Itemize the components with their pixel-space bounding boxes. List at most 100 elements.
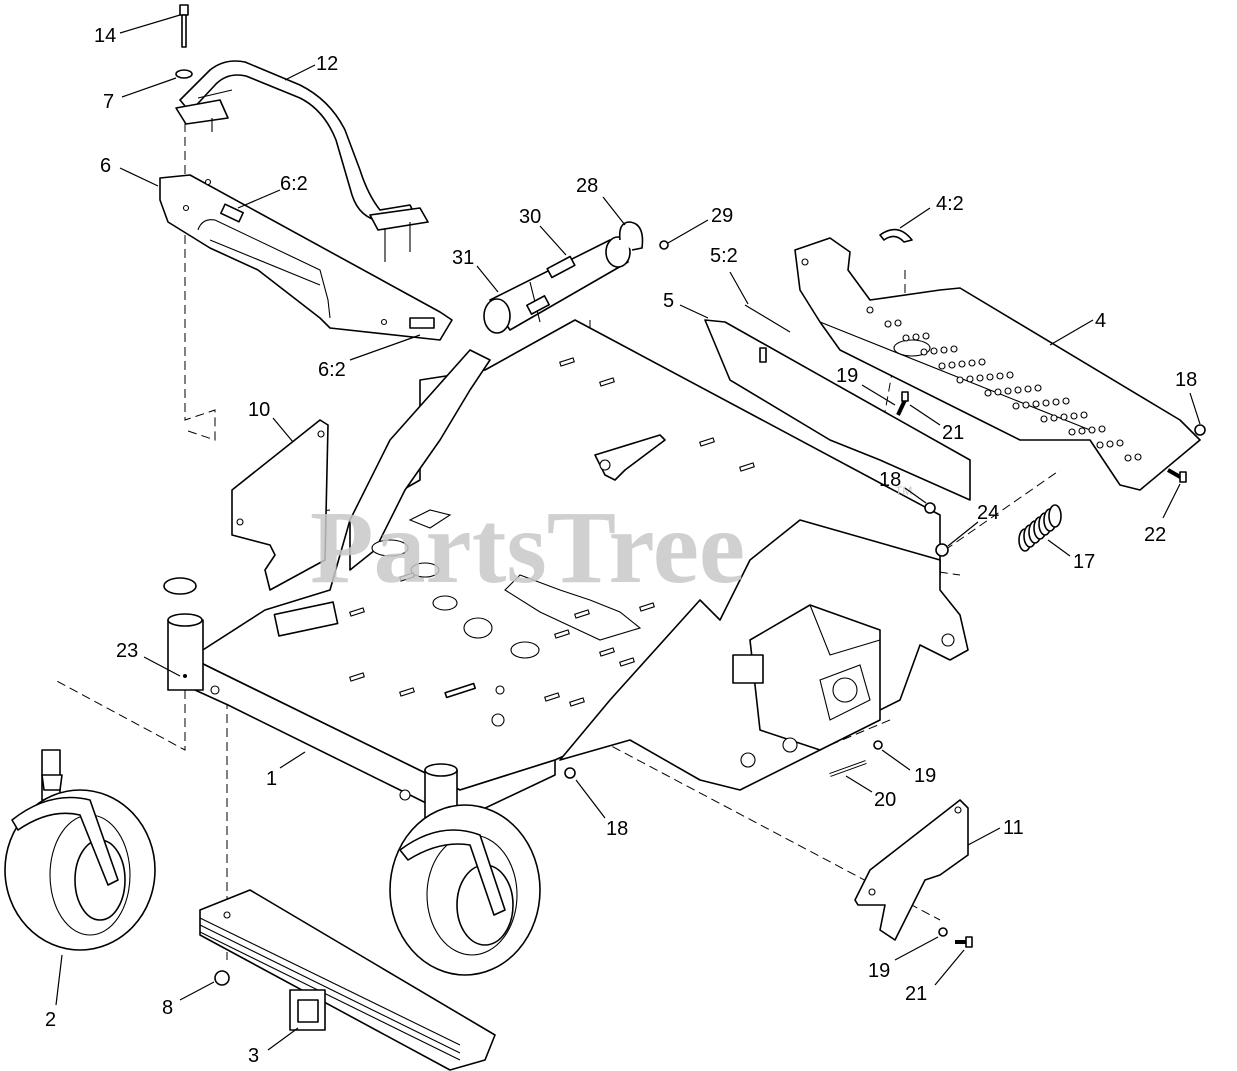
step-hole (1004, 387, 1012, 395)
callout-21-top: 21 (942, 422, 964, 444)
leader-8 (179, 981, 215, 1001)
callout-22: 22 (1144, 524, 1166, 546)
step-hole (1098, 425, 1106, 433)
leader-19-top (861, 384, 896, 406)
callout-4: 4 (1095, 310, 1106, 332)
callout-19-bottom: 19 (914, 765, 936, 787)
step-hole (922, 332, 930, 340)
callout-6-2-top: 6:2 (280, 173, 308, 195)
step-hole (1116, 439, 1124, 447)
part-23-caster-tube (163, 577, 204, 691)
step-hole (1042, 399, 1050, 407)
callout-2: 2 (45, 1009, 56, 1031)
leader-7 (121, 77, 177, 98)
part-7-washer (175, 69, 193, 79)
step-hole (1088, 426, 1096, 434)
callout-12: 12 (316, 53, 338, 75)
callout-6: 6 (100, 155, 111, 177)
step-hole (968, 359, 976, 367)
callout-21-lower: 21 (905, 983, 927, 1005)
step-hole (976, 374, 984, 382)
leader-23 (143, 656, 181, 677)
callout-31: 31 (452, 247, 474, 269)
leader-5 (679, 304, 709, 319)
part-6-plate (159, 174, 453, 341)
leader-6-2-bottom (349, 334, 421, 361)
part-30-tube (483, 236, 631, 334)
step-hole (956, 376, 964, 384)
leader-6 (119, 167, 159, 187)
step-plate-holes (866, 306, 1142, 462)
step-hole (1024, 385, 1032, 393)
deck-slot (349, 672, 365, 682)
step-hole (1060, 413, 1068, 421)
callout-5: 5 (663, 290, 674, 312)
step-hole (1014, 386, 1022, 394)
leader-20 (845, 775, 873, 793)
leader-6-2-top (237, 189, 281, 209)
callout-19-top: 19 (836, 365, 858, 387)
callout-23: 23 (116, 640, 138, 662)
step-hole (1106, 440, 1114, 448)
step-hole (1096, 441, 1104, 449)
part-20-bolt (829, 760, 867, 777)
step-hole (986, 373, 994, 381)
step-hole (1068, 428, 1076, 436)
leader-29 (667, 219, 709, 244)
step-hole (1012, 402, 1020, 410)
part-18-nut-mid (924, 502, 936, 514)
leader-28 (602, 196, 626, 226)
callout-7: 7 (103, 91, 114, 113)
leader-18-mid (904, 487, 927, 504)
leader-21-lower (934, 949, 965, 986)
leader-18-right (1189, 392, 1201, 425)
part-12-handle (175, 60, 429, 262)
step-hole (950, 345, 958, 353)
part-29-screw (659, 240, 669, 250)
leader-19-bottom (881, 749, 911, 771)
deck-slot (639, 602, 655, 612)
part-5-shield (704, 304, 971, 501)
part-31-clip (526, 295, 550, 315)
deck-slot (619, 657, 635, 667)
step-hole (866, 306, 874, 314)
callout-10: 10 (248, 399, 270, 421)
part-19-washer-lower (938, 927, 948, 937)
step-hole (984, 389, 992, 397)
part-18-nut-right (1194, 424, 1206, 436)
step-hole (1124, 454, 1132, 462)
step-hole (1034, 384, 1042, 392)
step-hole (1070, 412, 1078, 420)
leader-12 (284, 64, 316, 81)
deck-slot (544, 692, 560, 702)
callout-6-2-bottom: 6:2 (318, 359, 346, 381)
leader-4 (1049, 319, 1094, 346)
step-hole (938, 362, 946, 370)
part-21-bolt-top (896, 391, 909, 416)
part-21-bolt-lower (955, 936, 973, 948)
step-hole (1022, 401, 1030, 409)
step-hole (1134, 453, 1142, 461)
step-hole (940, 346, 948, 354)
part-1-frame (194, 319, 969, 821)
part-10-bracket (231, 419, 329, 591)
deck-slot (569, 697, 585, 707)
deck-slot (559, 357, 575, 367)
step-hole (930, 347, 938, 355)
deck-slot (554, 629, 570, 639)
leader-5-2 (729, 271, 749, 305)
step-hole (996, 372, 1004, 380)
step-hole (1080, 411, 1088, 419)
deck-slot (599, 647, 615, 657)
step-hole (958, 360, 966, 368)
leader-14 (119, 14, 181, 34)
leader-30 (539, 225, 567, 256)
step-hole (1062, 397, 1070, 405)
step-hole (1032, 400, 1040, 408)
part-22-bolt (1167, 468, 1187, 483)
step-hole (1052, 398, 1060, 406)
part-28-clamp (618, 221, 644, 251)
leader-3 (267, 1027, 299, 1051)
part-24-washer (935, 543, 949, 557)
